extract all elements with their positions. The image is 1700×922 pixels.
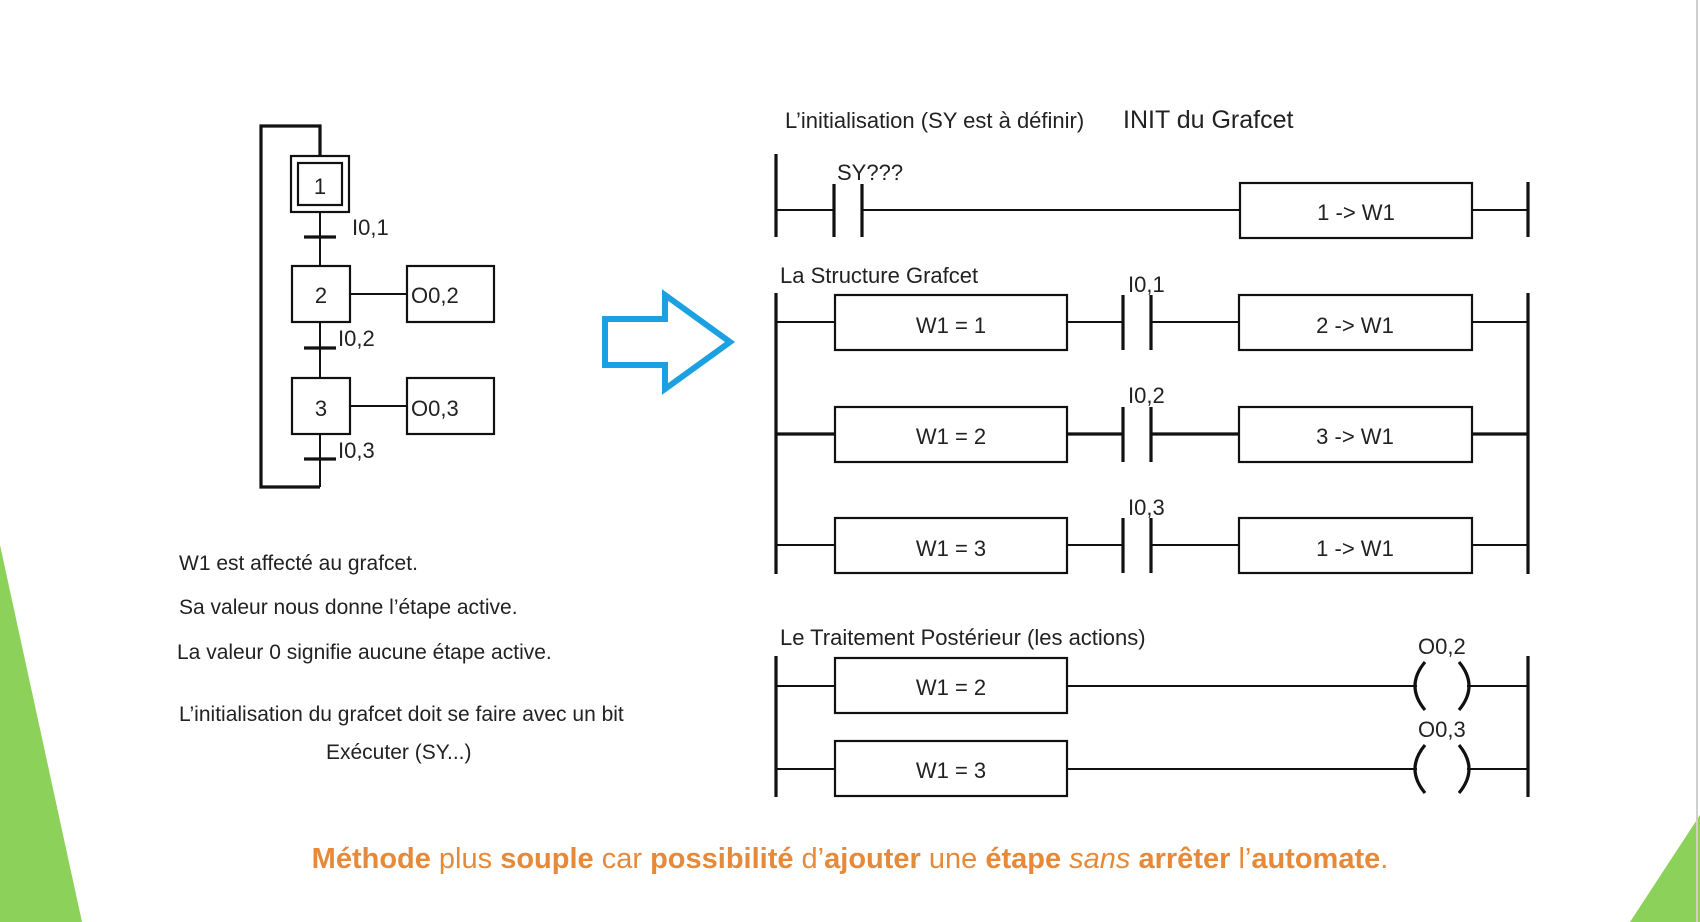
footer-word-d: d’ <box>793 843 825 875</box>
init-title: INIT du Grafcet <box>1123 106 1293 134</box>
post1-compare-box <box>833 656 1069 715</box>
post1-coil-left <box>1413 660 1427 712</box>
note-line-3: La valeur 0 signifie aucune étape active… <box>177 641 552 664</box>
structure-rung-2: W1 = 2 I0,2 3 -> W1 <box>776 383 1528 464</box>
rung1-compare-label: W1 = 1 <box>916 313 986 338</box>
step-3-label: 3 <box>315 396 327 421</box>
footer-word-sans: sans <box>1069 843 1131 875</box>
note-line-5: Exécuter (SY...) <box>326 741 472 764</box>
rung1-compare-box <box>833 293 1069 352</box>
post2-coil-left <box>1413 743 1427 795</box>
transition-label-i01: I0,1 <box>352 215 389 240</box>
note-line-2: Sa valeur nous donne l’étape active. <box>179 596 518 619</box>
footer-word-car: car <box>593 843 651 875</box>
footer-word-arreter: arrêter <box>1138 843 1231 875</box>
structure-header: La Structure Grafcet <box>780 263 978 288</box>
footer-word-possibilite: possibilité <box>650 843 794 875</box>
rung2-contact-label: I0,2 <box>1128 383 1165 408</box>
action-box-o02 <box>405 264 496 324</box>
action-box-o03 <box>405 376 496 436</box>
grafcet-diagram: 1 2 3 O0,2 O0,3 I0,1 I0,2 I0,3 <box>259 124 496 489</box>
footer-word-etape: étape <box>985 843 1062 875</box>
action-label-o03: O0,3 <box>411 396 459 421</box>
rung2-compare-label: W1 = 2 <box>916 424 986 449</box>
post-rung-1: W1 = 2 O0,2 <box>776 634 1528 715</box>
note-line-4: L’initialisation du grafcet doit se fair… <box>179 703 624 726</box>
structure-rung-1: W1 = 1 I0,1 2 -> W1 <box>776 272 1528 352</box>
ladder-structure-section: La Structure Grafcet W1 = 1 I0,1 2 -> W1… <box>774 263 1530 575</box>
right-arrow-icon <box>602 289 736 395</box>
footer-word-souple: souple <box>500 843 594 875</box>
footer-word-methode: Méthode <box>311 843 431 875</box>
rung2-assign-label: 3 -> W1 <box>1316 424 1394 449</box>
ladder-init-section: L’initialisation (SY est à définir) INIT… <box>774 106 1530 240</box>
action-label-o02: O0,2 <box>411 283 459 308</box>
ladder-post-section: Le Traitement Postérieur (les actions) W… <box>774 625 1530 798</box>
footer-word-plus: plus <box>430 843 501 875</box>
rung2-compare-box <box>833 405 1069 464</box>
footer-word-l: l’ <box>1230 843 1252 875</box>
init-header: L’initialisation (SY est à définir) <box>785 108 1084 133</box>
footer-word-ajouter: ajouter <box>824 843 921 875</box>
step-1-inner <box>296 161 344 207</box>
post-rung-2: W1 = 3 O0,3 <box>776 717 1528 798</box>
bottom-conclusion: Méthode plus souple car possibilité d’aj… <box>0 843 1700 876</box>
rung2-assign-box <box>1237 405 1474 464</box>
rung1-contact-label: I0,1 <box>1128 272 1165 297</box>
init-contact-label: SY??? <box>837 160 903 185</box>
grafcet-loop-line <box>259 124 322 489</box>
transition-label-i02: I0,2 <box>338 326 375 351</box>
post-header: Le Traitement Postérieur (les actions) <box>780 625 1146 650</box>
init-coil-label: 1 -> W1 <box>1317 200 1395 225</box>
rung3-compare-label: W1 = 3 <box>916 536 986 561</box>
right-green-accent <box>1630 815 1700 922</box>
post2-compare-label: W1 = 3 <box>916 758 986 783</box>
structure-rung-3: W1 = 3 I0,3 1 -> W1 <box>776 495 1528 575</box>
step-1-label: 1 <box>314 174 326 199</box>
rung1-assign-label: 2 -> W1 <box>1316 313 1394 338</box>
left-green-accent <box>0 545 82 922</box>
step-3-box <box>290 376 352 436</box>
post1-coil-label: O0,2 <box>1418 634 1466 659</box>
rung3-assign-label: 1 -> W1 <box>1316 536 1394 561</box>
rung1-assign-box <box>1237 293 1474 352</box>
post2-coil-label: O0,3 <box>1418 717 1466 742</box>
transition-label-i03: I0,3 <box>338 438 375 463</box>
footer-space-1 <box>1061 843 1069 875</box>
post1-compare-label: W1 = 2 <box>916 675 986 700</box>
rung3-contact-label: I0,3 <box>1128 495 1165 520</box>
footer-word-une: une <box>920 843 986 875</box>
footer-word-automate: automate <box>1251 843 1381 875</box>
init-coil-box <box>1238 181 1474 240</box>
note-line-1: W1 est affecté au grafcet. <box>179 552 418 575</box>
footer-period: . <box>1380 843 1389 875</box>
step-2-label: 2 <box>315 283 327 308</box>
